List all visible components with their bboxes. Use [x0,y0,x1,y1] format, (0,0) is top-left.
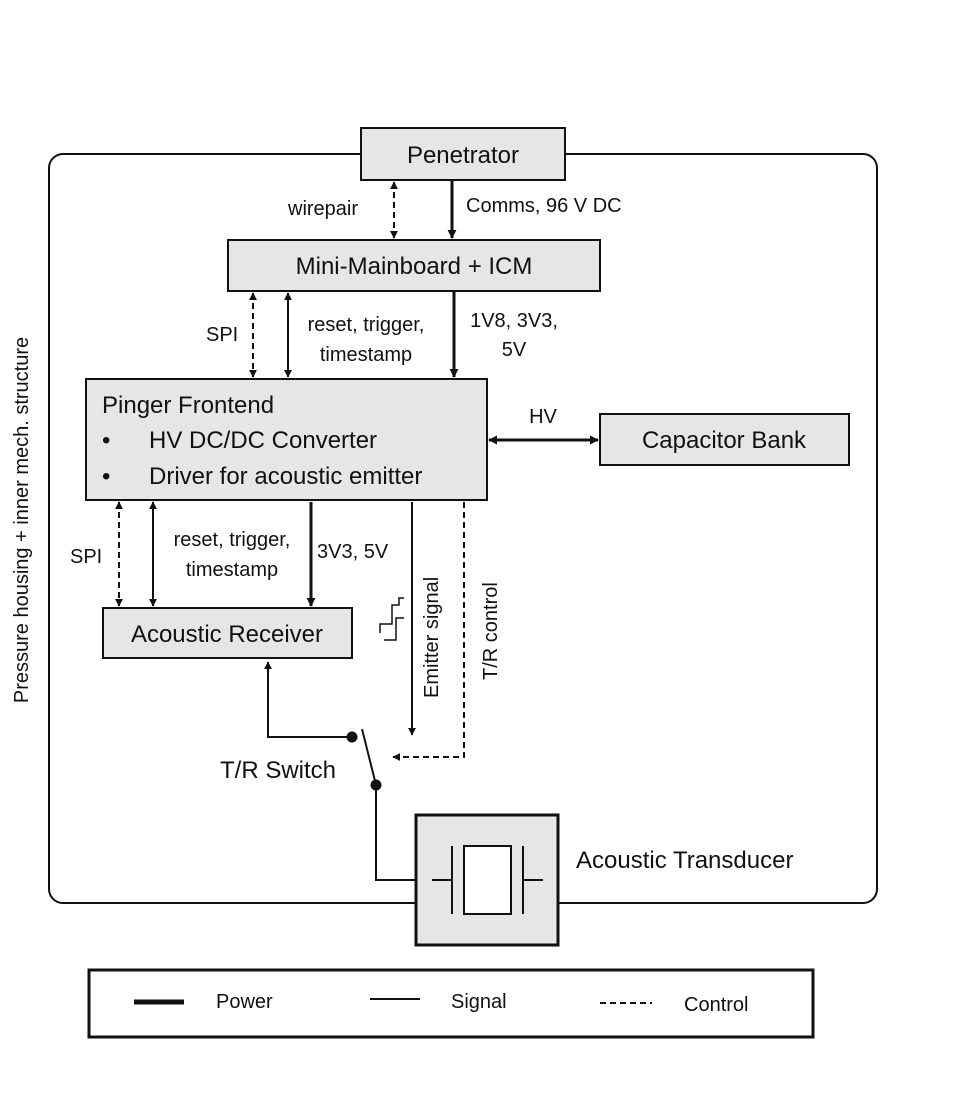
reset-bottom-label-2: timestamp [186,559,278,581]
wirepair-label: wirepair [287,198,358,220]
reset-bottom-label-1: reset, trigger, [174,529,291,551]
transducer-crystal-icon [463,845,512,915]
reset-top-label-1: reset, trigger, [308,314,425,336]
power-bottom-label: 3V3, 5V [317,541,389,563]
legend: Power Signal Control [87,968,815,1039]
emitter-signal-label: Emitter signal [421,577,443,698]
bullet-glyph: • [102,463,110,490]
mainboard-block: Mini-Mainboard + ICM [227,239,601,292]
legend-power-label: Power [216,991,273,1013]
reset-top-label-2: timestamp [320,344,412,366]
penetrator-label: Penetrator [407,142,519,169]
pinger-bullet-1: HV DC/DC Converter [149,427,377,454]
tr-control-label: T/R control [480,582,502,680]
tr-switch-label: T/R Switch [220,757,336,784]
spi-top-label: SPI [206,324,238,346]
acoustic-receiver-block: Acoustic Receiver [102,607,353,659]
pinger-bullet-2: Driver for acoustic emitter [149,463,422,490]
comms-label: Comms, 96 V DC [466,195,622,217]
bullet-glyph: • [102,427,110,454]
power-top-label-2: 5V [502,339,527,361]
tr-switch: T/R Switch [220,661,416,881]
capacitor-bank-block: Capacitor Bank [599,413,850,466]
hv-label: HV [529,406,557,428]
power-top-label-1: 1V8, 3V3, [470,310,558,332]
spi-bottom-label: SPI [70,546,102,568]
housing-label: Pressure housing + inner mech. structure [11,337,33,703]
pulse-waveform-icon [379,597,404,633]
acoustic-receiver-label: Acoustic Receiver [131,621,323,648]
acoustic-transducer-label: Acoustic Transducer [576,847,793,874]
pinger-frontend-block: Pinger Frontend • HV DC/DC Converter • D… [85,378,488,501]
mainboard-label: Mini-Mainboard + ICM [296,253,533,280]
legend-signal-label: Signal [451,991,507,1013]
tr-control-line [392,502,465,761]
legend-control-label: Control [684,994,748,1016]
pinger-title: Pinger Frontend [102,392,274,419]
capacitor-bank-label: Capacitor Bank [642,427,807,454]
penetrator-block: Penetrator [360,127,566,181]
acoustic-transducer-block: Acoustic Transducer [414,813,793,947]
